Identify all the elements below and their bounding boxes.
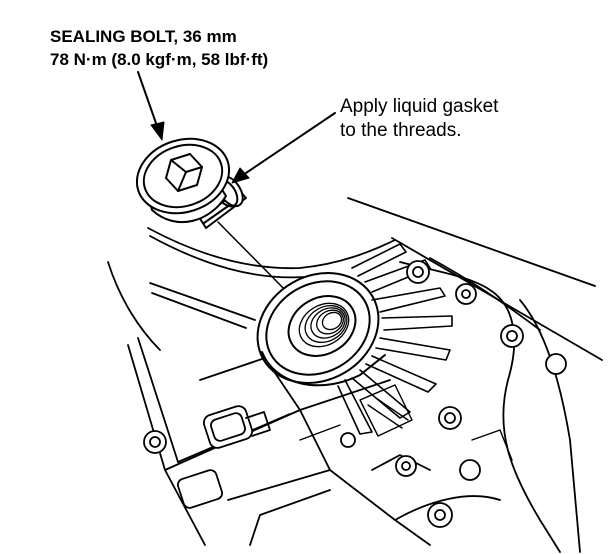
drain-plug: [177, 405, 271, 509]
alignment-line: [217, 221, 296, 301]
arrow-icon: [137, 71, 165, 141]
fill-bore-boss: [256, 272, 386, 387]
gasket-note-line2: to the threads.: [340, 120, 462, 141]
torque-spec-label: 78 N·m (8.0 kgf·m, 58 lbf·ft): [50, 50, 269, 69]
mounting-bosses: [143, 260, 567, 528]
arrow-icon: [231, 112, 336, 184]
sealing-bolt-label: SEALING BOLT, 36 mm: [50, 27, 237, 46]
hex-socket-icon: [165, 153, 203, 192]
sealing-bolt: [135, 137, 247, 229]
gasket-note-line1: Apply liquid gasket: [340, 96, 499, 117]
bore-threads: [298, 302, 350, 348]
casting-detail: [299, 384, 513, 461]
transmission-housing: [107, 197, 603, 553]
